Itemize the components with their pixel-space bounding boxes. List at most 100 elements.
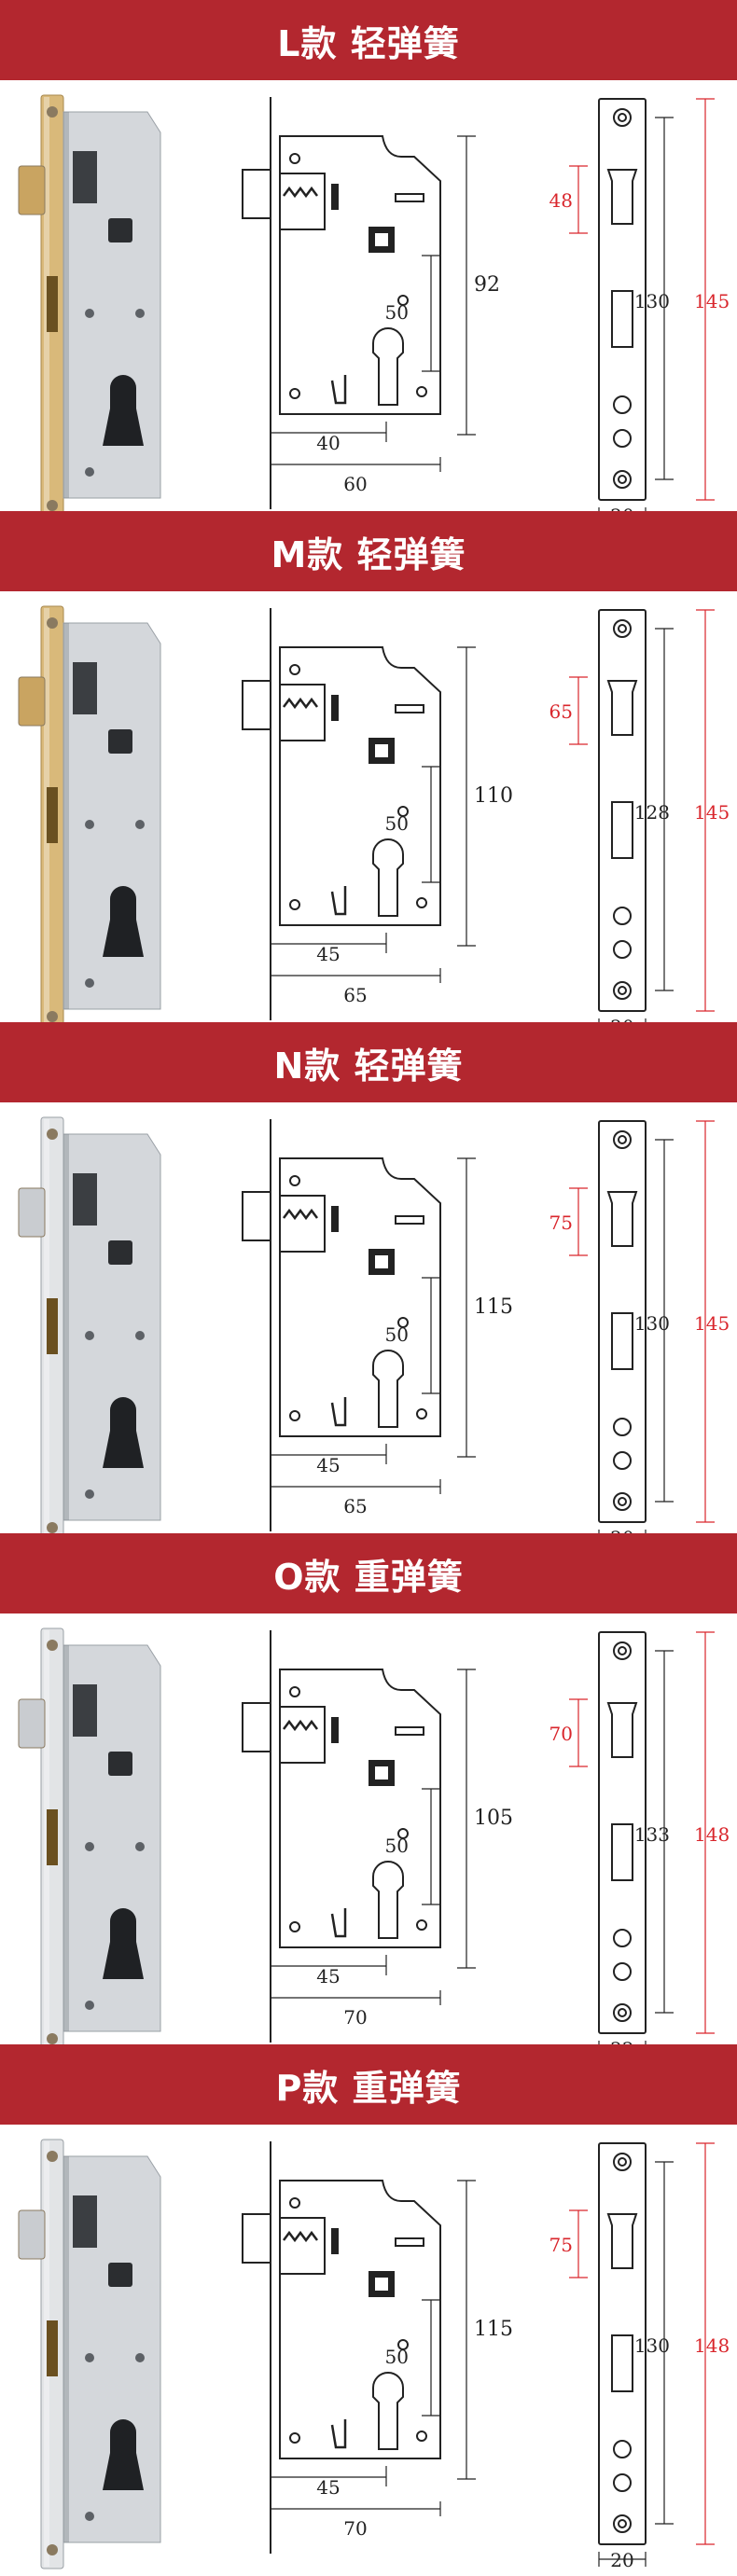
latch-opening <box>606 169 638 225</box>
latch-bolt-outline <box>242 2213 271 2264</box>
lock-case-outline <box>279 646 441 926</box>
case-shadow <box>63 623 69 1009</box>
spring-box-outline <box>279 1706 326 1764</box>
faceplate-outline <box>598 1631 647 2034</box>
faceplate-hole-inner <box>618 2519 627 2528</box>
screw-mark <box>289 153 300 164</box>
follower-hole-photo <box>108 1752 132 1776</box>
variant-title: M款 轻弹簧 <box>271 533 466 575</box>
deadbolt-hole-photo <box>47 276 58 332</box>
faceplate-drawing <box>598 609 647 1012</box>
faceplate-drawing <box>598 1631 647 2034</box>
slot-mark <box>395 1726 424 1736</box>
spring-zigzag <box>283 186 318 199</box>
variant-drawing-area: 115 50 45 65 <box>0 1102 737 1550</box>
case-rivet <box>135 820 145 829</box>
slot-mark <box>395 193 424 202</box>
spring-box-outline <box>279 2217 326 2275</box>
slot-mark <box>331 184 339 210</box>
depth-dimension-label: 115 <box>474 1295 513 1319</box>
faceplate-hole-inner <box>618 986 627 995</box>
deadbolt-hole-photo <box>47 1298 58 1354</box>
faceplate-drawing <box>598 2142 647 2545</box>
latch-dimension-label: 75 <box>549 1212 573 1234</box>
spring-zigzag <box>283 1719 318 1732</box>
faceplate-hole <box>613 1962 632 1981</box>
cylinder-hole-photo <box>103 2419 144 2490</box>
lock-case-outline <box>279 135 441 415</box>
follower-square-inner <box>375 2278 388 2291</box>
faceplate-hole-inner <box>618 624 627 633</box>
total-length-label: 145 <box>694 801 730 824</box>
latch-bolt-photo <box>18 165 46 215</box>
faceplate-hole-inner <box>618 1497 627 1506</box>
spring-zigzag <box>283 2230 318 2243</box>
faceplate-hole <box>613 2440 632 2458</box>
slot-mark <box>331 1206 339 1232</box>
faceplate-hole-inner <box>618 113 627 122</box>
lock-photo <box>18 1116 161 1547</box>
follower-hole-photo <box>108 1240 132 1265</box>
faceplate-hole <box>613 108 632 127</box>
deadbolt-opening <box>611 801 633 859</box>
case-rivet <box>135 1331 145 1340</box>
deadbolt-opening <box>611 1823 633 1881</box>
inner-dimension-label: 50 <box>385 301 409 324</box>
faceplate-screw-bottom <box>47 1522 58 1533</box>
slot-mark <box>331 695 339 721</box>
screw-mark <box>416 1408 427 1420</box>
cylinder-hole-photo <box>103 886 144 957</box>
lock-variant-section-5: P款 重弹簧 <box>0 2044 737 2572</box>
backset-dimension-label: 45 <box>316 2476 340 2499</box>
lock-body-drawing <box>242 1630 441 2043</box>
variant-banner: L款 轻弹簧 <box>0 0 737 80</box>
total-length-label: 145 <box>694 1312 730 1335</box>
inner-dimension-label: 50 <box>385 1323 409 1346</box>
deadbolt-opening <box>611 2334 633 2392</box>
lock-photo <box>18 2139 161 2569</box>
lock-variant-section-3: N款 轻弹簧 <box>0 1022 737 1550</box>
latch-dimension-label: 70 <box>549 1723 573 1745</box>
screw-mark <box>289 2432 300 2444</box>
screw-span-label: 133 <box>634 1823 670 1846</box>
body-dimensions <box>270 135 476 472</box>
backset-dimension-label: 45 <box>316 1454 340 1476</box>
case-rivet <box>85 2353 94 2362</box>
width-dimension-label: 70 <box>343 2517 367 2540</box>
faceplate-hole <box>613 1929 632 1947</box>
screw-mark <box>416 897 427 908</box>
variant-drawing-area: 105 50 45 70 <box>0 1613 737 2061</box>
spring-zigzag <box>283 697 318 710</box>
lock-case-outline <box>279 1669 441 1948</box>
lock-body-drawing <box>242 2141 441 2554</box>
faceplate-hole <box>613 1492 632 1511</box>
screw-mark <box>289 1410 300 1421</box>
latch-dimension-label: 75 <box>549 2234 573 2256</box>
slot-mark <box>395 2237 424 2247</box>
faceplate-outline <box>598 2142 647 2545</box>
faceplate-outline <box>598 98 647 501</box>
variant-banner: M款 轻弹簧 <box>0 511 737 591</box>
faceplate-outline <box>598 609 647 1012</box>
faceplate-hole-inner <box>618 2008 627 2017</box>
screw-span-label: 128 <box>634 801 670 824</box>
cylinder-outline <box>372 838 404 917</box>
backset-dimension-label: 45 <box>316 1965 340 1987</box>
faceplate-hole <box>613 395 632 414</box>
latch-dimension-label: 65 <box>549 700 573 723</box>
screw-mark <box>289 664 300 675</box>
screw-span-label: 130 <box>634 2334 670 2357</box>
width-dimension-label: 70 <box>343 2006 367 2029</box>
gear-mechanism-photo <box>73 151 97 203</box>
depth-dimension-label: 115 <box>474 2318 513 2341</box>
latch-bolt-outline <box>242 1702 271 1752</box>
lock-photo <box>18 94 161 525</box>
screw-mark <box>289 1175 300 1186</box>
latch-opening <box>606 680 638 736</box>
latch-bolt-outline <box>242 680 271 730</box>
case-shadow <box>63 1134 69 1520</box>
case-rivet <box>85 1331 94 1340</box>
case-rivet <box>85 467 94 477</box>
case-rivet <box>85 2001 94 2010</box>
faceplate-hole <box>613 1451 632 1470</box>
